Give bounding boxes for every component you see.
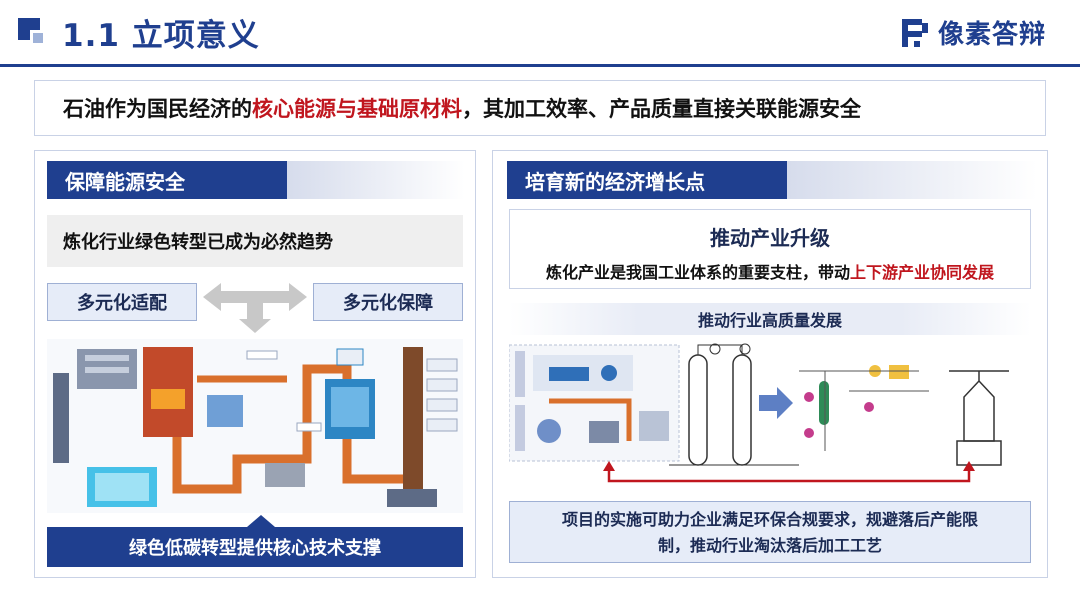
high-quality-development-label: 推动行业高质量发展: [509, 303, 1031, 335]
intro-highlight: 核心能源与基础原材料: [252, 97, 462, 121]
growth-title: 培育新的经济增长点: [507, 161, 787, 199]
core-tech-support-banner: 绿色低碳转型提供核心技术支撑: [47, 527, 463, 567]
industry-upgrade-desc: 炼化产业是我国工业体系的重要支柱，带动上下游产业协同发展: [510, 259, 1030, 283]
intro-suffix: ，其加工效率、产品质量直接关联能源安全: [462, 97, 861, 121]
process-upgrade-diagram: [509, 343, 1009, 483]
compliance-line-1: 项目的实施可助力企业满足环保合规要求，规避落后产能限: [561, 510, 978, 529]
diversified-guarantee-box: 多元化保障: [313, 283, 463, 321]
growth-panel: 培育新的经济增长点 推动产业升级 炼化产业是我国工业体系的重要支柱，带动上下游产…: [492, 150, 1048, 578]
industry-upgrade-title: 推动产业升级: [710, 226, 830, 250]
pixel-logo-icon: [901, 18, 928, 47]
support-pointer: [247, 515, 275, 527]
header-divider: [0, 64, 1080, 67]
intro-prefix: 石油作为国民经济的: [63, 97, 252, 121]
title-fade: [287, 161, 465, 199]
upgrade-desc-highlight: 上下游产业协同发展: [850, 263, 995, 282]
refinery-process-diagram: [47, 339, 463, 513]
diversified-adaptation-box: 多元化适配: [47, 283, 197, 321]
compliance-line-2: 制，推动行业淘汰落后加工工艺: [657, 536, 882, 555]
header-mark-icon: [18, 18, 48, 48]
energy-security-panel: 保障能源安全 炼化行业绿色转型已成为必然趋势 多元化适配 多元化保障: [34, 150, 476, 578]
split-arrow-icon: [203, 283, 307, 333]
brand-logo: 像素答辩: [900, 14, 1046, 51]
compliance-box: 项目的实施可助力企业满足环保合规要求，规避落后产能限 制，推动行业淘汰落后加工工…: [509, 501, 1031, 563]
industry-upgrade-box: 推动产业升级 炼化产业是我国工业体系的重要支柱，带动上下游产业协同发展: [509, 209, 1031, 289]
page-title: 1.1 立项意义: [62, 18, 260, 54]
upgrade-desc-prefix: 炼化产业是我国工业体系的重要支柱，带动: [545, 263, 850, 282]
title-fade: [787, 161, 1037, 199]
logo-text: 像素答辩: [937, 20, 1046, 50]
green-transition-trend: 炼化行业绿色转型已成为必然趋势: [47, 215, 463, 267]
intro-banner: 石油作为国民经济的 核心能源与基础原材料 ，其加工效率、产品质量直接关联能源安全: [34, 80, 1046, 136]
energy-security-title: 保障能源安全: [47, 161, 287, 199]
